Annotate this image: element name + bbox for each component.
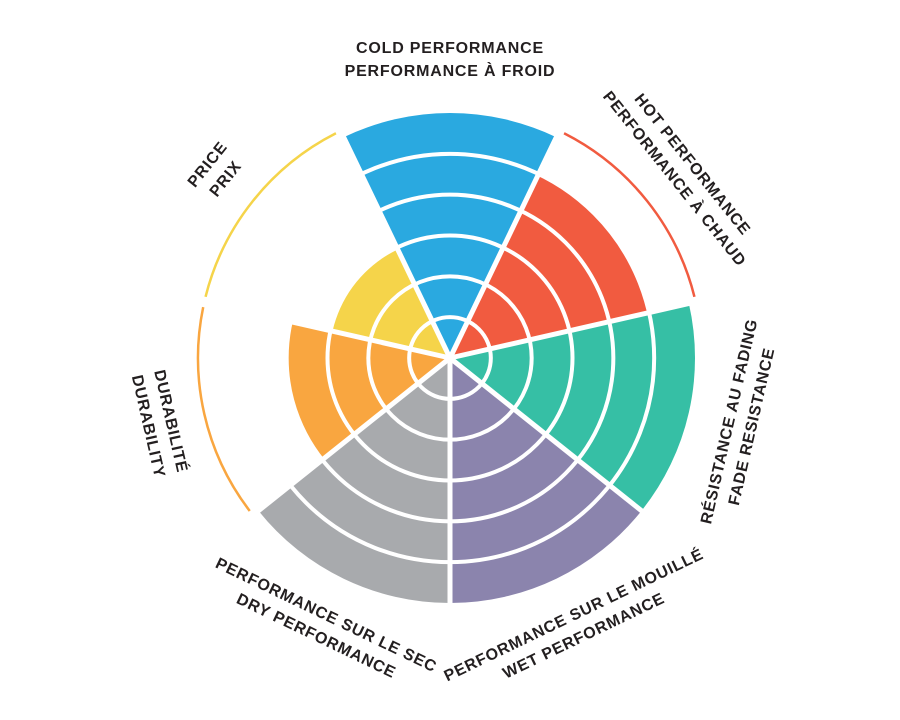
sector-separator [336, 125, 453, 360]
sector-fade-resistance [450, 303, 695, 511]
rim-arc-price [204, 132, 337, 298]
rim-arc-hot-performance [563, 132, 696, 298]
sector-separator [449, 298, 702, 361]
sector-dry-performance [258, 358, 450, 603]
sector-separator [198, 298, 451, 361]
rim-arc-durability [196, 306, 251, 512]
sector-separator [447, 125, 564, 360]
sector-separator [247, 356, 452, 521]
sector-wet-performance [450, 358, 642, 603]
sector-separator [448, 356, 653, 521]
